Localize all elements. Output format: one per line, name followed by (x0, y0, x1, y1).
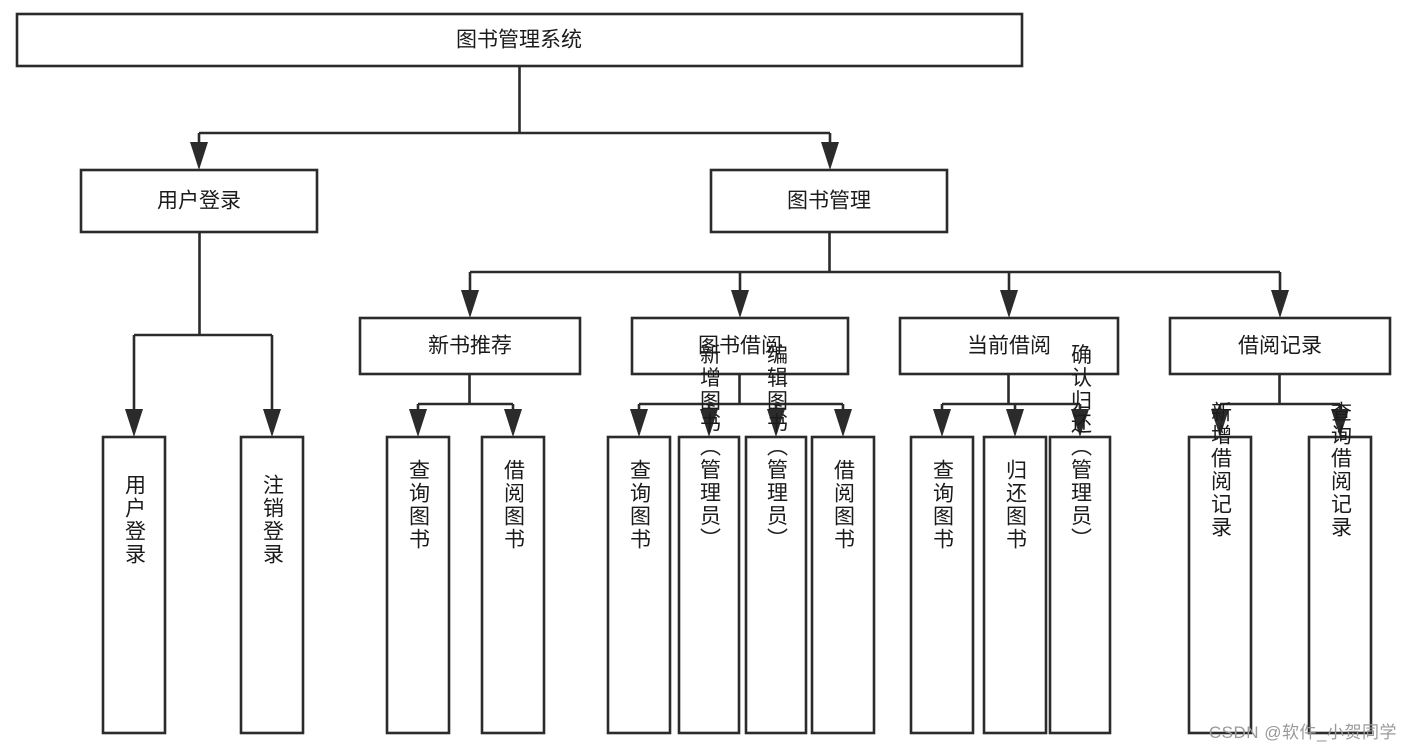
node-leaf-query-book-current-box[interactable] (909, 435, 975, 735)
node-leaf-logout[interactable]: 注销登录 (239, 435, 305, 735)
node-leaf-query-borrow-record-box[interactable] (1307, 435, 1373, 735)
node-current-borrow[interactable]: 当前借阅 (898, 316, 1120, 376)
arrow-to-new-book-rec (461, 290, 479, 318)
node-book-management-box[interactable] (709, 168, 949, 234)
node-leaf-add-borrow-record-box[interactable] (1187, 435, 1253, 735)
node-leaf-confirm-return-admin-box[interactable] (1048, 435, 1112, 735)
node-current-borrow-label: 当前借阅 (967, 335, 1051, 358)
arrow-book-borrow-leaf-1 (630, 409, 648, 437)
arrow-book-borrow-leaf-4 (834, 409, 852, 437)
node-leaf-borrow-book-borrow[interactable]: 借阅图书 (810, 435, 876, 735)
node-book-borrow-label: 图书借阅 (698, 335, 782, 358)
arrow-root-to-book-mgmt (821, 142, 839, 170)
node-leaf-return-book-box[interactable] (982, 435, 1048, 735)
node-root[interactable]: 图书管理系统 (15, 12, 1024, 68)
node-leaf-user-login-box[interactable] (101, 435, 167, 735)
node-leaf-logout-box[interactable] (239, 435, 305, 735)
node-user-login-label: 用户登录 (157, 190, 241, 213)
arrow-to-borrow-record (1271, 290, 1289, 318)
node-root-label: 图书管理系统 (456, 29, 582, 52)
node-leaf-user-login[interactable]: 用户登录 (101, 435, 167, 735)
node-leaf-query-book-borrow[interactable]: 查询图书 (606, 435, 672, 735)
arrow-user-login-leaf-1 (125, 409, 143, 437)
node-book-management-label: 图书管理 (787, 190, 871, 213)
node-leaf-borrow-book-rec-label: 借阅图书 (502, 459, 526, 551)
arrow-book-borrow-leaf-2 (700, 409, 718, 437)
arrow-to-book-borrow (731, 290, 749, 318)
node-leaf-edit-book-admin[interactable]: 编辑图书（管理员） (744, 344, 808, 735)
node-leaf-confirm-return-admin[interactable]: 确认归还（管理员） (1048, 344, 1112, 735)
node-leaf-confirm-return-admin-label: 确认归还（管理员） (1069, 344, 1093, 551)
arrow-to-current-borrow (1000, 290, 1018, 318)
node-new-book-recommend-label: 新书推荐 (428, 335, 512, 358)
arrow-new-book-rec-leaf-1 (409, 409, 427, 437)
node-leaf-add-book-admin-label: 新增图书（管理员） (698, 344, 722, 551)
node-leaf-borrow-book-rec-box[interactable] (480, 435, 546, 735)
node-leaf-query-book-borrow-label: 查询图书 (628, 459, 652, 551)
node-new-book-recommend-box[interactable] (358, 316, 582, 376)
node-book-borrow[interactable]: 图书借阅 (630, 316, 850, 376)
arrow-current-borrow-leaf-2 (1006, 409, 1024, 437)
arrow-borrow-record-leaf-2 (1331, 409, 1349, 437)
node-leaf-logout-label: 注销登录 (261, 474, 285, 566)
node-current-borrow-box[interactable] (898, 316, 1120, 376)
arrow-book-borrow-leaf-3 (767, 409, 785, 437)
node-borrow-record-label: 借阅记录 (1238, 335, 1322, 358)
csdn-watermark: CSDN @软件_小贺同学 (1208, 723, 1397, 742)
node-leaf-query-book-rec[interactable]: 查询图书 (385, 435, 451, 735)
arrow-current-borrow-leaf-3 (1071, 409, 1089, 437)
node-book-borrow-box[interactable] (630, 316, 850, 376)
node-leaf-edit-book-admin-label: 编辑图书（管理员） (765, 344, 789, 551)
node-leaf-query-borrow-record-label: 查询借阅记录 (1329, 401, 1353, 539)
node-leaf-query-book-current-label: 查询图书 (931, 459, 955, 551)
connector-layer (125, 66, 1349, 437)
node-book-management[interactable]: 图书管理 (709, 168, 949, 234)
node-leaf-return-book[interactable]: 归还图书 (982, 435, 1048, 735)
node-leaf-add-book-admin-box[interactable] (677, 435, 741, 735)
arrow-root-to-user-login (190, 142, 208, 170)
node-leaf-return-book-label: 归还图书 (1004, 459, 1028, 551)
node-leaf-add-borrow-record-label: 新增借阅记录 (1209, 401, 1233, 539)
node-leaf-query-borrow-record[interactable]: 查询借阅记录 (1307, 401, 1373, 735)
node-borrow-record-box[interactable] (1168, 316, 1392, 376)
node-leaf-user-login-label: 用户登录 (123, 474, 147, 566)
node-leaf-add-borrow-record[interactable]: 新增借阅记录 (1187, 401, 1253, 735)
node-user-login[interactable]: 用户登录 (79, 168, 319, 234)
arrow-current-borrow-leaf-1 (933, 409, 951, 437)
node-leaf-add-book-admin[interactable]: 新增图书（管理员） (677, 344, 741, 735)
node-user-login-box[interactable] (79, 168, 319, 234)
node-leaf-borrow-book-rec[interactable]: 借阅图书 (480, 435, 546, 735)
node-leaf-query-book-borrow-box[interactable] (606, 435, 672, 735)
node-borrow-record[interactable]: 借阅记录 (1168, 316, 1392, 376)
node-leaf-borrow-book-borrow-label: 借阅图书 (832, 459, 856, 551)
node-new-book-recommend[interactable]: 新书推荐 (358, 316, 582, 376)
node-leaf-query-book-rec-label: 查询图书 (407, 459, 431, 551)
arrow-borrow-record-leaf-1 (1211, 409, 1229, 437)
node-leaf-query-book-rec-box[interactable] (385, 435, 451, 735)
node-leaf-query-book-current[interactable]: 查询图书 (909, 435, 975, 735)
node-leaf-borrow-book-borrow-box[interactable] (810, 435, 876, 735)
node-leaf-edit-book-admin-box[interactable] (744, 435, 808, 735)
arrow-user-login-leaf-2 (263, 409, 281, 437)
node-root-box[interactable] (15, 12, 1024, 68)
arrow-new-book-rec-leaf-2 (504, 409, 522, 437)
